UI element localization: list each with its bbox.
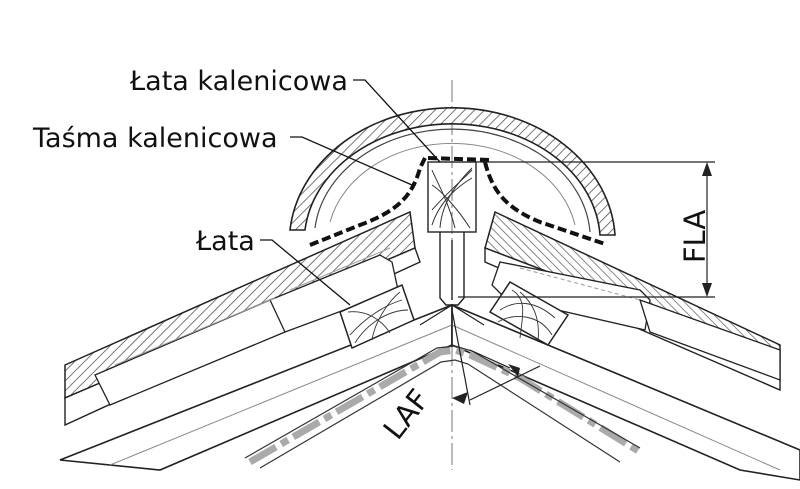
fla-arrow-bottom <box>702 283 712 297</box>
laf-dimension <box>451 309 541 406</box>
leader-lines <box>260 79 441 306</box>
label-ridge-tape: Taśma kalenicowa <box>33 123 278 154</box>
right-batten <box>488 281 570 346</box>
fla-dimension <box>458 161 715 298</box>
label-fla: FLA <box>678 209 713 264</box>
label-ridge-batten: Łata kalenicowa <box>130 66 348 97</box>
right-roof-tiles <box>484 210 781 392</box>
laf-arrow-a <box>452 392 468 404</box>
laf-arrow-b <box>508 364 520 377</box>
left-batten <box>339 283 415 350</box>
ridge-batten-wood <box>431 167 473 229</box>
rafter-inner-lines <box>109 324 781 471</box>
ridge-tape <box>309 156 606 247</box>
label-batten: Łata <box>196 226 255 257</box>
ridge-cap <box>289 106 616 236</box>
left-roof-tiles <box>64 210 421 427</box>
fla-arrow-top <box>702 162 712 176</box>
underlay-edge <box>244 345 641 469</box>
